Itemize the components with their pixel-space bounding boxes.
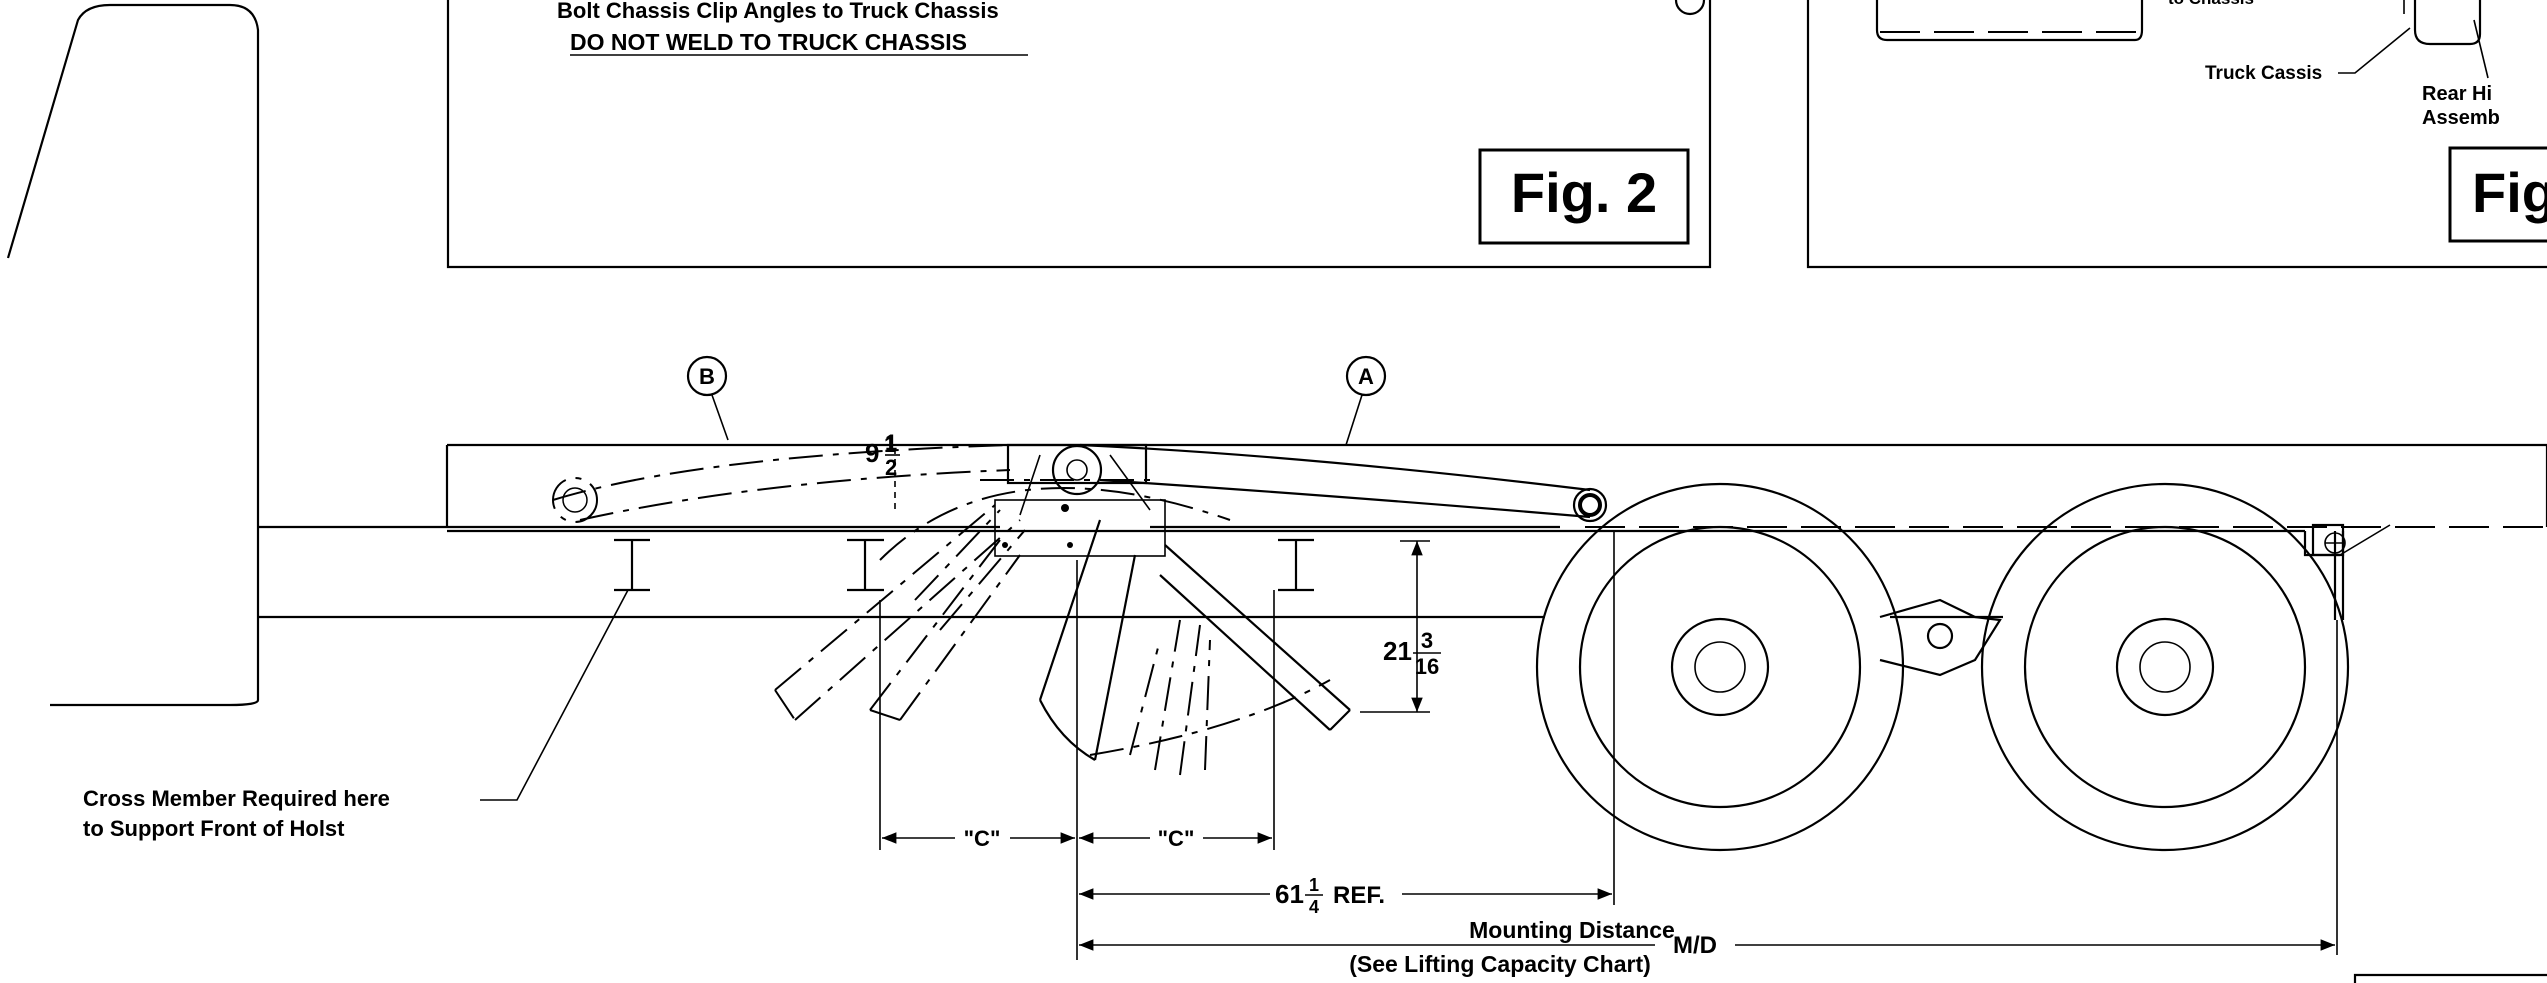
dim-61-1-4 xyxy=(1079,530,1615,905)
cross-member-note-line1: Cross Member Required here xyxy=(83,786,390,811)
dim-9-1-2: 1 xyxy=(884,432,896,510)
mounting-distance-label: Mounting Distance xyxy=(1469,917,1675,943)
dim-21-3-16-den: 16 xyxy=(1415,654,1439,679)
dim-61-1-4-den: 4 xyxy=(1309,897,1319,917)
rear-hinge xyxy=(2311,523,2391,557)
scissor-dashed-left xyxy=(774,504,1026,721)
dim-mounting-distance xyxy=(1079,620,2338,955)
hoist-pivot xyxy=(980,443,1166,557)
md-label: M/D xyxy=(1673,932,1717,959)
fig3-panel: to Chassis Truck Cassis Rear Hi Assemb F… xyxy=(1806,0,2547,269)
cross-member-3 xyxy=(1278,538,1314,592)
hoist-arm-a xyxy=(1079,443,1608,523)
fig2-label-box xyxy=(1478,148,1690,245)
cross-member-leader xyxy=(480,589,629,801)
dim-9-1-2-num: 1 xyxy=(885,430,897,455)
fig3-label: Fig xyxy=(2472,161,2547,224)
rear-wheel-2 xyxy=(1980,482,2350,852)
dim-9-1-2-whole: 9 xyxy=(865,438,879,468)
rear-hinge-label-line1: Rear Hi xyxy=(2422,83,2492,105)
scissor-solid xyxy=(1038,519,1351,776)
dim-21-3-16 xyxy=(1360,540,1430,713)
to-chassis-label: to Chassis xyxy=(2168,0,2254,8)
callout-a: A xyxy=(1345,355,1387,446)
see-chart-label: (See Lifting Capacity Chart) xyxy=(1349,951,1651,977)
dim-c-left-label: "C" xyxy=(964,826,1001,851)
suspension-bracket xyxy=(1879,598,2002,677)
note-bolt-chassis: Bolt Chassis Clip Angles to Truck Chassi… xyxy=(557,0,999,23)
truck-cab xyxy=(6,3,260,707)
dim-21-3-16-num: 3 xyxy=(1421,628,1433,653)
svg-text:A: A xyxy=(1358,364,1374,389)
fig2-panel: Bolt Chassis Clip Angles to Truck Chassi… xyxy=(446,0,1712,269)
dump-body xyxy=(445,443,2547,529)
dim-21-3-16-whole: 21 xyxy=(1383,636,1412,666)
note-do-not-weld: DO NOT WELD TO TRUCK CHASSIS xyxy=(570,29,967,55)
cross-member-1 xyxy=(614,538,650,592)
title-block-corner xyxy=(2353,973,2547,983)
dim-9-1-2-den: 2 xyxy=(885,455,897,480)
fig2-label: Fig. 2 xyxy=(1511,161,1657,224)
dim-c-right-label: "C" xyxy=(1158,826,1195,851)
truck-cassis-label: Truck Cassis xyxy=(2205,63,2322,84)
dim-61-1-4-ref: REF. xyxy=(1333,882,1385,909)
callout-b: B xyxy=(686,355,729,441)
dim-61-1-4-whole: 61 xyxy=(1275,879,1304,909)
rear-wheel-1 xyxy=(1535,482,1905,852)
dim-c xyxy=(879,560,1275,960)
rear-hinge-label-line2: Assemb xyxy=(2422,107,2500,129)
swing-arc xyxy=(879,487,1331,756)
hoist-arm-b xyxy=(552,444,1011,523)
svg-text:1: 1 xyxy=(884,432,896,457)
svg-text:B: B xyxy=(699,364,715,389)
fig3-label-box xyxy=(2448,146,2547,243)
cross-member-2 xyxy=(847,538,884,592)
cross-member-note-line2: to Support Front of Holst xyxy=(83,816,345,841)
dim-61-1-4-num: 1 xyxy=(1309,875,1319,895)
